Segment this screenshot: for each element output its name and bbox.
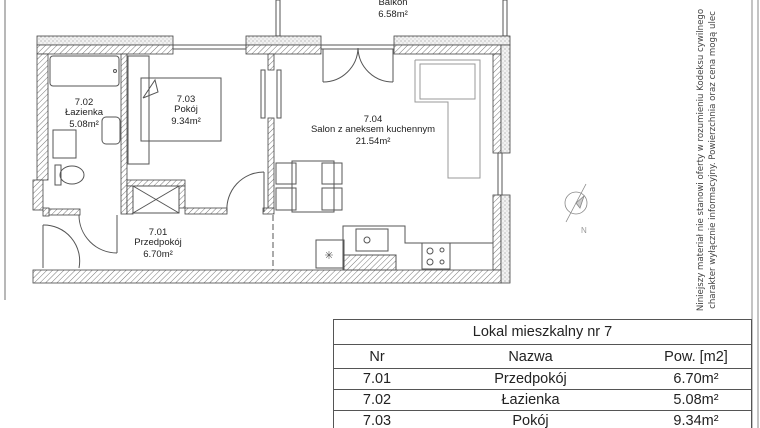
room-name: Salon z aneksem kuchennym (311, 124, 435, 135)
disclaimer-line-1: Niniejszy materiał nie stanowi oferty w … (696, 8, 706, 312)
room-area: 6.70m² (143, 249, 173, 260)
room-7-01-label: 7.01 Przedpokój 6.70m² (134, 227, 182, 260)
fridge (315, 239, 345, 269)
sofa (414, 59, 481, 179)
table-header: Nr Nazwa Pow. [m2] (334, 344, 751, 368)
header-pow: Pow. [m2] (664, 348, 728, 365)
cell-nr: 7.03 (362, 413, 392, 428)
room-7-03-label: 7.03 Pokój 9.34m² (171, 94, 201, 127)
interior-walls (42, 53, 275, 217)
room-7-04-label: 7.04 Salon z aneksem kuchennym 21.54m² (311, 114, 435, 147)
room-name: Przedpokój (134, 237, 182, 248)
toilet (59, 165, 85, 185)
table-row: 7.03 Pokój 9.34m² (334, 410, 751, 428)
kitchen: ✳ (315, 225, 493, 271)
area-table: Lokal mieszkalny nr 7 Nr Nazwa Pow. [m2]… (333, 319, 752, 428)
disclaimer-line-2: charakter wyłącznie informacyjny. Powier… (708, 11, 718, 309)
svg-text:N: N (581, 226, 587, 235)
room-nr: 7.04 (364, 114, 383, 125)
north-arrow-icon: N (564, 183, 588, 235)
header-nr: Nr (369, 348, 385, 365)
table-row: 7.02 Łazienka 5.08m² (334, 389, 751, 410)
bathtub (49, 55, 120, 87)
balkon-name: Balkon (378, 0, 407, 8)
sliding-door (260, 69, 282, 119)
sink (355, 228, 389, 252)
washbasin (101, 116, 121, 145)
window-bedroom (172, 44, 247, 50)
room-nr: 7.02 (75, 97, 94, 108)
room-name: Łazienka (65, 107, 104, 118)
bathroom-fixtures (49, 55, 121, 186)
svg-text:✳: ✳ (324, 250, 333, 262)
washing-machine (52, 129, 77, 159)
cell-pow: 5.08m² (673, 392, 719, 408)
table-row: 7.01 Przedpokój 6.70m² (334, 368, 751, 389)
cell-nazwa: Łazienka (501, 392, 560, 408)
cell-nr: 7.02 (362, 392, 392, 408)
room-area: 9.34m² (171, 116, 201, 127)
doors (42, 47, 394, 270)
dining-table (275, 160, 343, 213)
cell-pow: 6.70m² (673, 371, 719, 387)
balcony: Balkon 6.58m² (275, 0, 508, 37)
room-nr: 7.01 (149, 227, 168, 238)
outer-walls (32, 35, 511, 284)
cell-nazwa: Przedpokój (494, 371, 567, 387)
cell-nazwa: Pokój (512, 413, 549, 428)
bed (127, 55, 222, 165)
room-nr: 7.03 (177, 94, 196, 105)
room-area: 5.08m² (69, 119, 99, 130)
cooktop (421, 242, 451, 270)
cell-nr: 7.01 (362, 371, 392, 387)
windows (172, 44, 503, 196)
room-name: Pokój (174, 104, 198, 115)
room-area: 21.54m² (356, 136, 391, 147)
legal-disclaimer: Niniejszy materiał nie stanowi oferty w … (695, 0, 719, 320)
cell-pow: 9.34m² (673, 413, 719, 428)
wardrobe (132, 185, 180, 214)
window-salon (497, 152, 503, 196)
header-nazwa: Nazwa (508, 348, 553, 365)
room-7-02-label: 7.02 Łazienka 5.08m² (65, 97, 104, 130)
table-title: Lokal mieszkalny nr 7 (334, 319, 751, 344)
balkon-area: 6.58m² (378, 9, 408, 20)
